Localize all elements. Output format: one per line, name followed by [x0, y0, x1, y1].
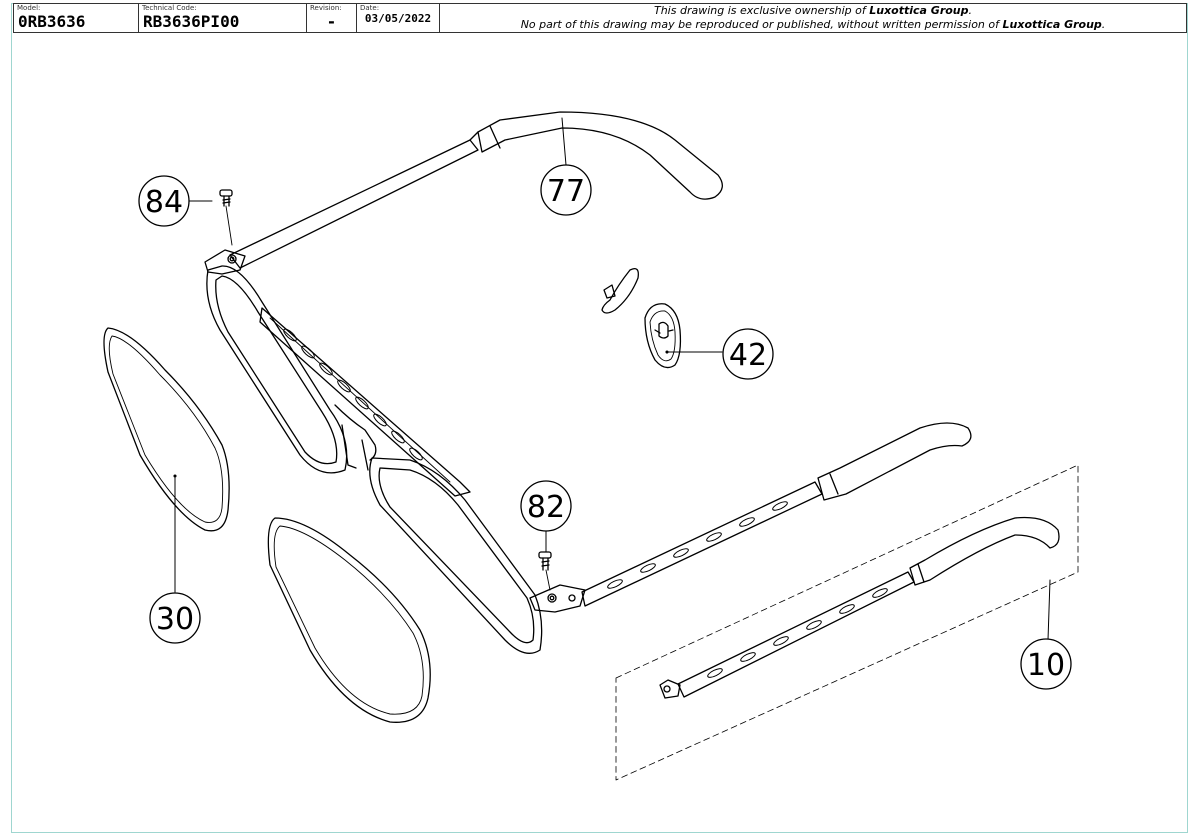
- technical-code-label: Technical Code:: [142, 4, 197, 12]
- date-label: Date:: [360, 4, 380, 12]
- model-cell: Model: 0RB3636: [14, 4, 139, 32]
- top-bar-cutouts: [283, 328, 423, 461]
- callout-82: 82: [520, 480, 572, 532]
- svg-text:30: 30: [156, 602, 194, 637]
- notice-line-2: No part of this drawing may be reproduce…: [520, 18, 1106, 31]
- screw-84: [219, 189, 233, 246]
- ownership-notice: This drawing is exclusive ownership of L…: [440, 4, 1186, 32]
- svg-text:84: 84: [145, 185, 183, 220]
- model-label: Model:: [17, 4, 41, 12]
- svg-text:42: 42: [729, 338, 767, 373]
- nose-pad-42: [644, 303, 682, 369]
- technical-code-cell: Technical Code: RB3636PI00: [139, 4, 307, 32]
- svg-text:10: 10: [1027, 648, 1065, 683]
- svg-text:77: 77: [547, 174, 585, 209]
- callout-42: 42: [722, 328, 774, 380]
- temple-right: [229, 111, 723, 269]
- callout-77: 77: [540, 164, 592, 216]
- revision-cell: Revision: -: [307, 4, 357, 32]
- lens-30: [103, 327, 230, 532]
- temple-10-group: [615, 464, 1079, 781]
- leader-lines: [174, 117, 1051, 641]
- lens-right: [267, 517, 431, 723]
- callout-30: 30: [149, 592, 201, 644]
- callout-10: 10: [1020, 638, 1072, 690]
- notice-line-1: This drawing is exclusive ownership of L…: [653, 4, 973, 17]
- temple-attached: [581, 422, 972, 607]
- title-block: Model: 0RB3636 Technical Code: RB3636PI0…: [13, 3, 1187, 33]
- technical-code-value: RB3636PI00: [143, 12, 240, 31]
- callout-84: 84: [138, 175, 190, 227]
- date-value: 03/05/2022: [364, 12, 432, 25]
- revision-label: Revision:: [310, 4, 342, 12]
- revision-value: -: [326, 12, 337, 31]
- date-cell: Date: 03/05/2022: [357, 4, 440, 32]
- nose-pad-small: [601, 267, 639, 314]
- screw-82: [538, 551, 552, 591]
- svg-text:82: 82: [527, 490, 565, 525]
- model-value: 0RB3636: [18, 12, 86, 31]
- frame-front: [204, 249, 586, 654]
